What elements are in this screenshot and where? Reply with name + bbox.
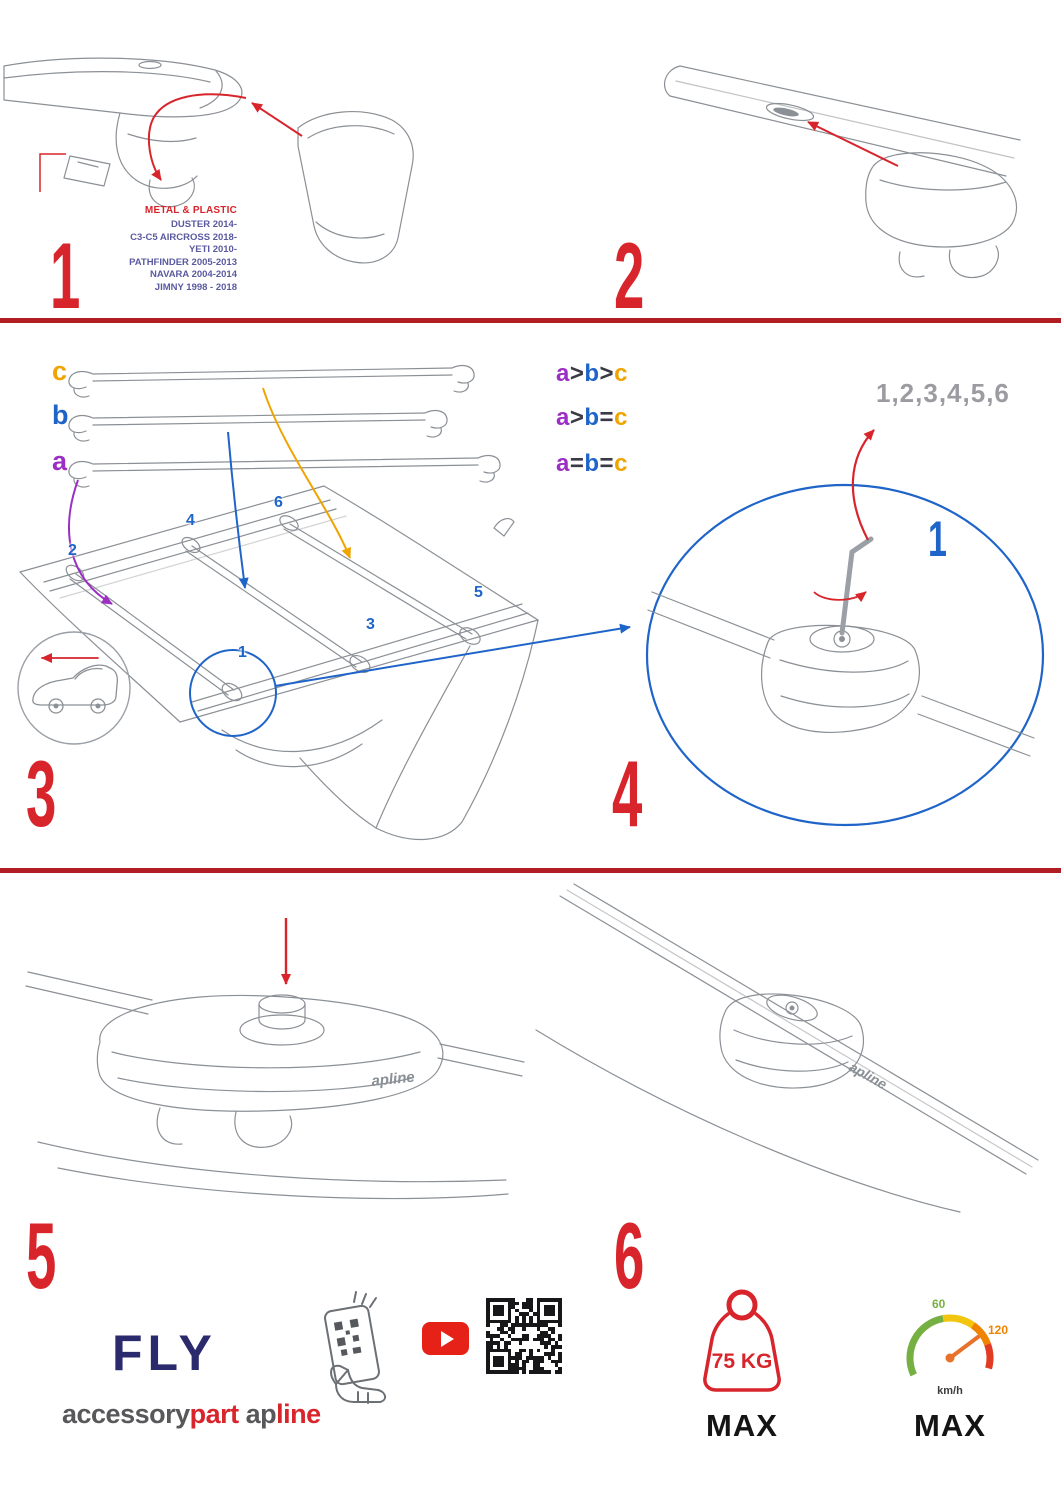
crossbars-abc-drawing xyxy=(68,364,501,488)
formula-operator: = xyxy=(599,450,615,477)
bar-label-c: c xyxy=(52,356,68,386)
model-row: YETI 2010- xyxy=(188,244,237,255)
step1-illustration xyxy=(3,57,414,264)
roof-position-2: 2 xyxy=(68,542,77,559)
qr-code xyxy=(486,1298,562,1374)
speed-needle xyxy=(945,1335,980,1363)
compatible-models-list: DUSTER 2014- C3-C5 AIRCROSS 2018- YETI 2… xyxy=(55,219,237,294)
speed-high-label: 120 xyxy=(988,1323,1008,1337)
brand-accessory: accessory xyxy=(62,1399,190,1429)
brand-part: part xyxy=(189,1399,240,1429)
apline-logo: apline xyxy=(847,1059,890,1093)
formula-term: a xyxy=(556,450,570,477)
step-1-number: 1 xyxy=(50,223,80,328)
bar-label-a: a xyxy=(52,446,68,476)
rotate-arrow xyxy=(813,591,867,603)
material-label: METAL & PLASTIC xyxy=(144,205,237,216)
callout-number-1: 1 xyxy=(928,511,947,567)
model-row: NAVARA 2004-2014 xyxy=(150,269,237,280)
apline-logo: apline xyxy=(371,1069,416,1090)
car-roof-drawing xyxy=(19,485,539,841)
formula-term: a xyxy=(556,404,570,431)
arrow-c-orange xyxy=(262,387,351,559)
phone-qr-icon xyxy=(324,1291,386,1404)
section-divider-bottom xyxy=(0,868,1061,873)
formula-term: b xyxy=(584,404,600,431)
step5-illustration: apline xyxy=(25,918,525,1200)
step2-red-arrow xyxy=(807,121,899,167)
brand-line: line xyxy=(276,1399,321,1429)
step2-illustration xyxy=(663,65,1021,279)
arrow-a-purple xyxy=(68,479,113,605)
model-row: DUSTER 2014- xyxy=(171,219,237,230)
weight-icon: 75 KG xyxy=(703,1289,781,1392)
weight-value: 75 KG xyxy=(712,1350,773,1373)
car-direction-icon xyxy=(17,631,131,745)
step1-red-arrows xyxy=(39,93,303,192)
step-6-number: 6 xyxy=(614,1203,644,1308)
step4-red-arrows xyxy=(813,429,875,603)
speedometer-icon: 60 120 km/h xyxy=(906,1297,1008,1397)
formula-term: c xyxy=(614,404,628,431)
clamp-foot-drawing xyxy=(647,591,1035,757)
foot-knob-drawing xyxy=(25,971,525,1200)
play-icon xyxy=(440,1330,454,1347)
formula-operator: > xyxy=(569,404,585,431)
fly-wordmark: FLY xyxy=(112,1325,217,1381)
formula-operator: = xyxy=(569,450,585,477)
formula-term: b xyxy=(584,360,600,387)
formula-term: a xyxy=(556,360,570,387)
weight-max-label: MAX xyxy=(706,1408,778,1443)
sequence-arrow xyxy=(851,429,875,541)
arrow-b-blue xyxy=(227,431,249,589)
roof-position-5: 5 xyxy=(474,584,483,601)
formula-operator: = xyxy=(599,404,615,431)
roof-position-3: 3 xyxy=(366,616,375,633)
tightening-sequence-label: 1,2,3,4,5,6 xyxy=(876,378,1010,408)
roof-position-4: 4 xyxy=(186,512,195,529)
brand-wordmark: accessorypart apline xyxy=(62,1399,321,1430)
bar-end-clamp-drawing xyxy=(3,57,414,264)
section-divider-top xyxy=(0,318,1061,323)
brand-ap: ap xyxy=(245,1399,277,1429)
formula-term: b xyxy=(584,450,600,477)
speed-low-label: 60 xyxy=(932,1297,946,1311)
blue-callout xyxy=(189,623,631,737)
length-formula-3: a=b=c xyxy=(556,450,628,478)
blue-callout-arrow xyxy=(274,623,631,687)
step-2-number: 2 xyxy=(614,223,644,328)
length-formula-2: a>b=c xyxy=(556,404,628,432)
formula-operator: > xyxy=(599,360,615,387)
roof-position-6: 6 xyxy=(274,494,283,511)
model-row: JIMNY 1998 - 2018 xyxy=(154,281,237,293)
zoom-circle xyxy=(645,483,1045,827)
formula-operator: > xyxy=(569,360,585,387)
step-3-number: 3 xyxy=(26,741,56,846)
formula-term: c xyxy=(614,360,628,387)
model-row: C3-C5 AIRCROSS 2018- xyxy=(130,231,237,243)
step4-illustration xyxy=(645,429,1045,827)
step6-illustration: apline xyxy=(535,883,1039,1213)
model-row: PATHFINDER 2005-2013 xyxy=(129,256,237,268)
formula-term: c xyxy=(614,450,628,477)
speed-unit-label: km/h xyxy=(937,1385,963,1397)
bar-assignment-arrows xyxy=(68,387,351,605)
mounted-foot-drawing xyxy=(535,883,1039,1213)
youtube-icon xyxy=(422,1322,469,1355)
blue-callout-circle xyxy=(189,649,277,737)
bar-label-b: b xyxy=(52,400,69,430)
roof-position-1: 1 xyxy=(238,644,247,661)
step-4-number: 4 xyxy=(612,741,642,846)
speed-max-label: MAX xyxy=(914,1408,986,1443)
step-5-number: 5 xyxy=(26,1203,56,1308)
length-formula-1: a>b>c xyxy=(556,360,628,388)
step3-illustration xyxy=(17,364,631,841)
allen-key-icon xyxy=(839,536,874,636)
crossbar-slot-drawing xyxy=(663,65,1021,279)
